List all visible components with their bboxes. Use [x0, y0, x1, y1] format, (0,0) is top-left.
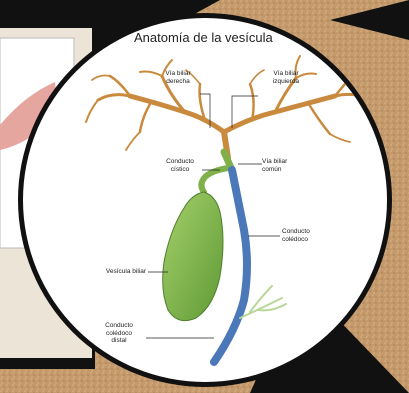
label-gallbladder: Vesícula biliar	[88, 268, 146, 276]
diagram-title: Anatomía de la vesícula	[134, 30, 273, 45]
label-common-bile-duct: Vía biliar común	[262, 158, 306, 173]
label-right-hepatic-duct: Vía biliar derecha	[158, 70, 198, 85]
label-choledochal-duct: Conducto colédoco	[282, 228, 326, 243]
label-distal-choledochal-duct: Conducto colédoco distal	[94, 322, 144, 345]
label-cystic-duct: Conducto cístico	[158, 158, 202, 173]
label-left-hepatic-duct: Vía biliar izquierda	[264, 70, 308, 85]
